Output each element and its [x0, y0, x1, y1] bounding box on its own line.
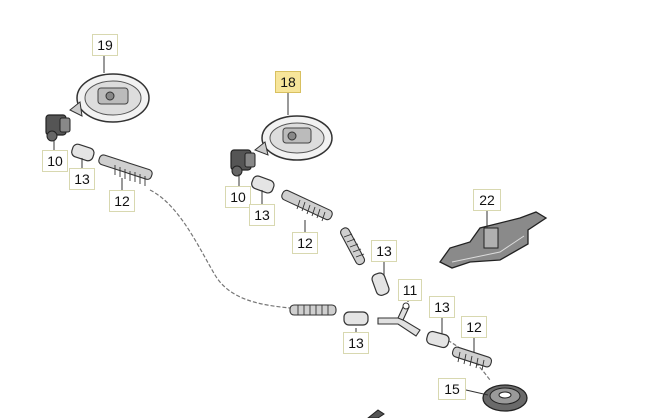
- corrugated-hose-12-a[interactable]: [98, 154, 153, 186]
- bracket-22[interactable]: [439, 211, 548, 269]
- hose-line-left: [149, 189, 291, 309]
- callout-11[interactable]: 11: [398, 279, 422, 301]
- callout-13-b[interactable]: 13: [249, 204, 275, 226]
- t-piece-11[interactable]: [377, 302, 421, 337]
- callout-18[interactable]: 18: [275, 71, 301, 93]
- sleeve-13-c[interactable]: [371, 272, 391, 297]
- corrugated-hose-12-b[interactable]: [280, 189, 333, 222]
- callout-19[interactable]: 19: [92, 34, 118, 56]
- callout-13-a[interactable]: 13: [69, 168, 95, 190]
- callout-12-a[interactable]: 12: [109, 190, 135, 212]
- callout-10-left[interactable]: 10: [42, 150, 68, 172]
- callout-12-c[interactable]: 12: [461, 316, 487, 338]
- corrugated-hose-12-horizontal[interactable]: [289, 304, 337, 316]
- callout-13-c[interactable]: 13: [371, 240, 397, 262]
- callout-13-e[interactable]: 13: [343, 332, 369, 354]
- washer-nozzle-18[interactable]: [254, 115, 333, 161]
- washer-nozzle-19[interactable]: [69, 73, 150, 123]
- connector-10-mid[interactable]: [230, 149, 256, 177]
- grommet-15[interactable]: [482, 384, 528, 412]
- sleeve-13-a[interactable]: [70, 143, 95, 162]
- callout-10-mid[interactable]: 10: [225, 186, 251, 208]
- corrugated-hose-12-mid[interactable]: [339, 226, 366, 266]
- callout-12-b[interactable]: 12: [292, 232, 318, 254]
- connector-10-left[interactable]: [45, 114, 71, 142]
- corrugated-hose-12-c[interactable]: [451, 346, 493, 371]
- partial-part-bottom: [367, 409, 385, 418]
- callout-15[interactable]: 15: [438, 378, 466, 400]
- callout-22[interactable]: 22: [473, 189, 501, 211]
- sleeve-13-b[interactable]: [250, 175, 275, 195]
- callout-13-d[interactable]: 13: [429, 296, 455, 318]
- sleeve-13-d[interactable]: [343, 311, 369, 326]
- sleeve-13-e[interactable]: [426, 330, 451, 349]
